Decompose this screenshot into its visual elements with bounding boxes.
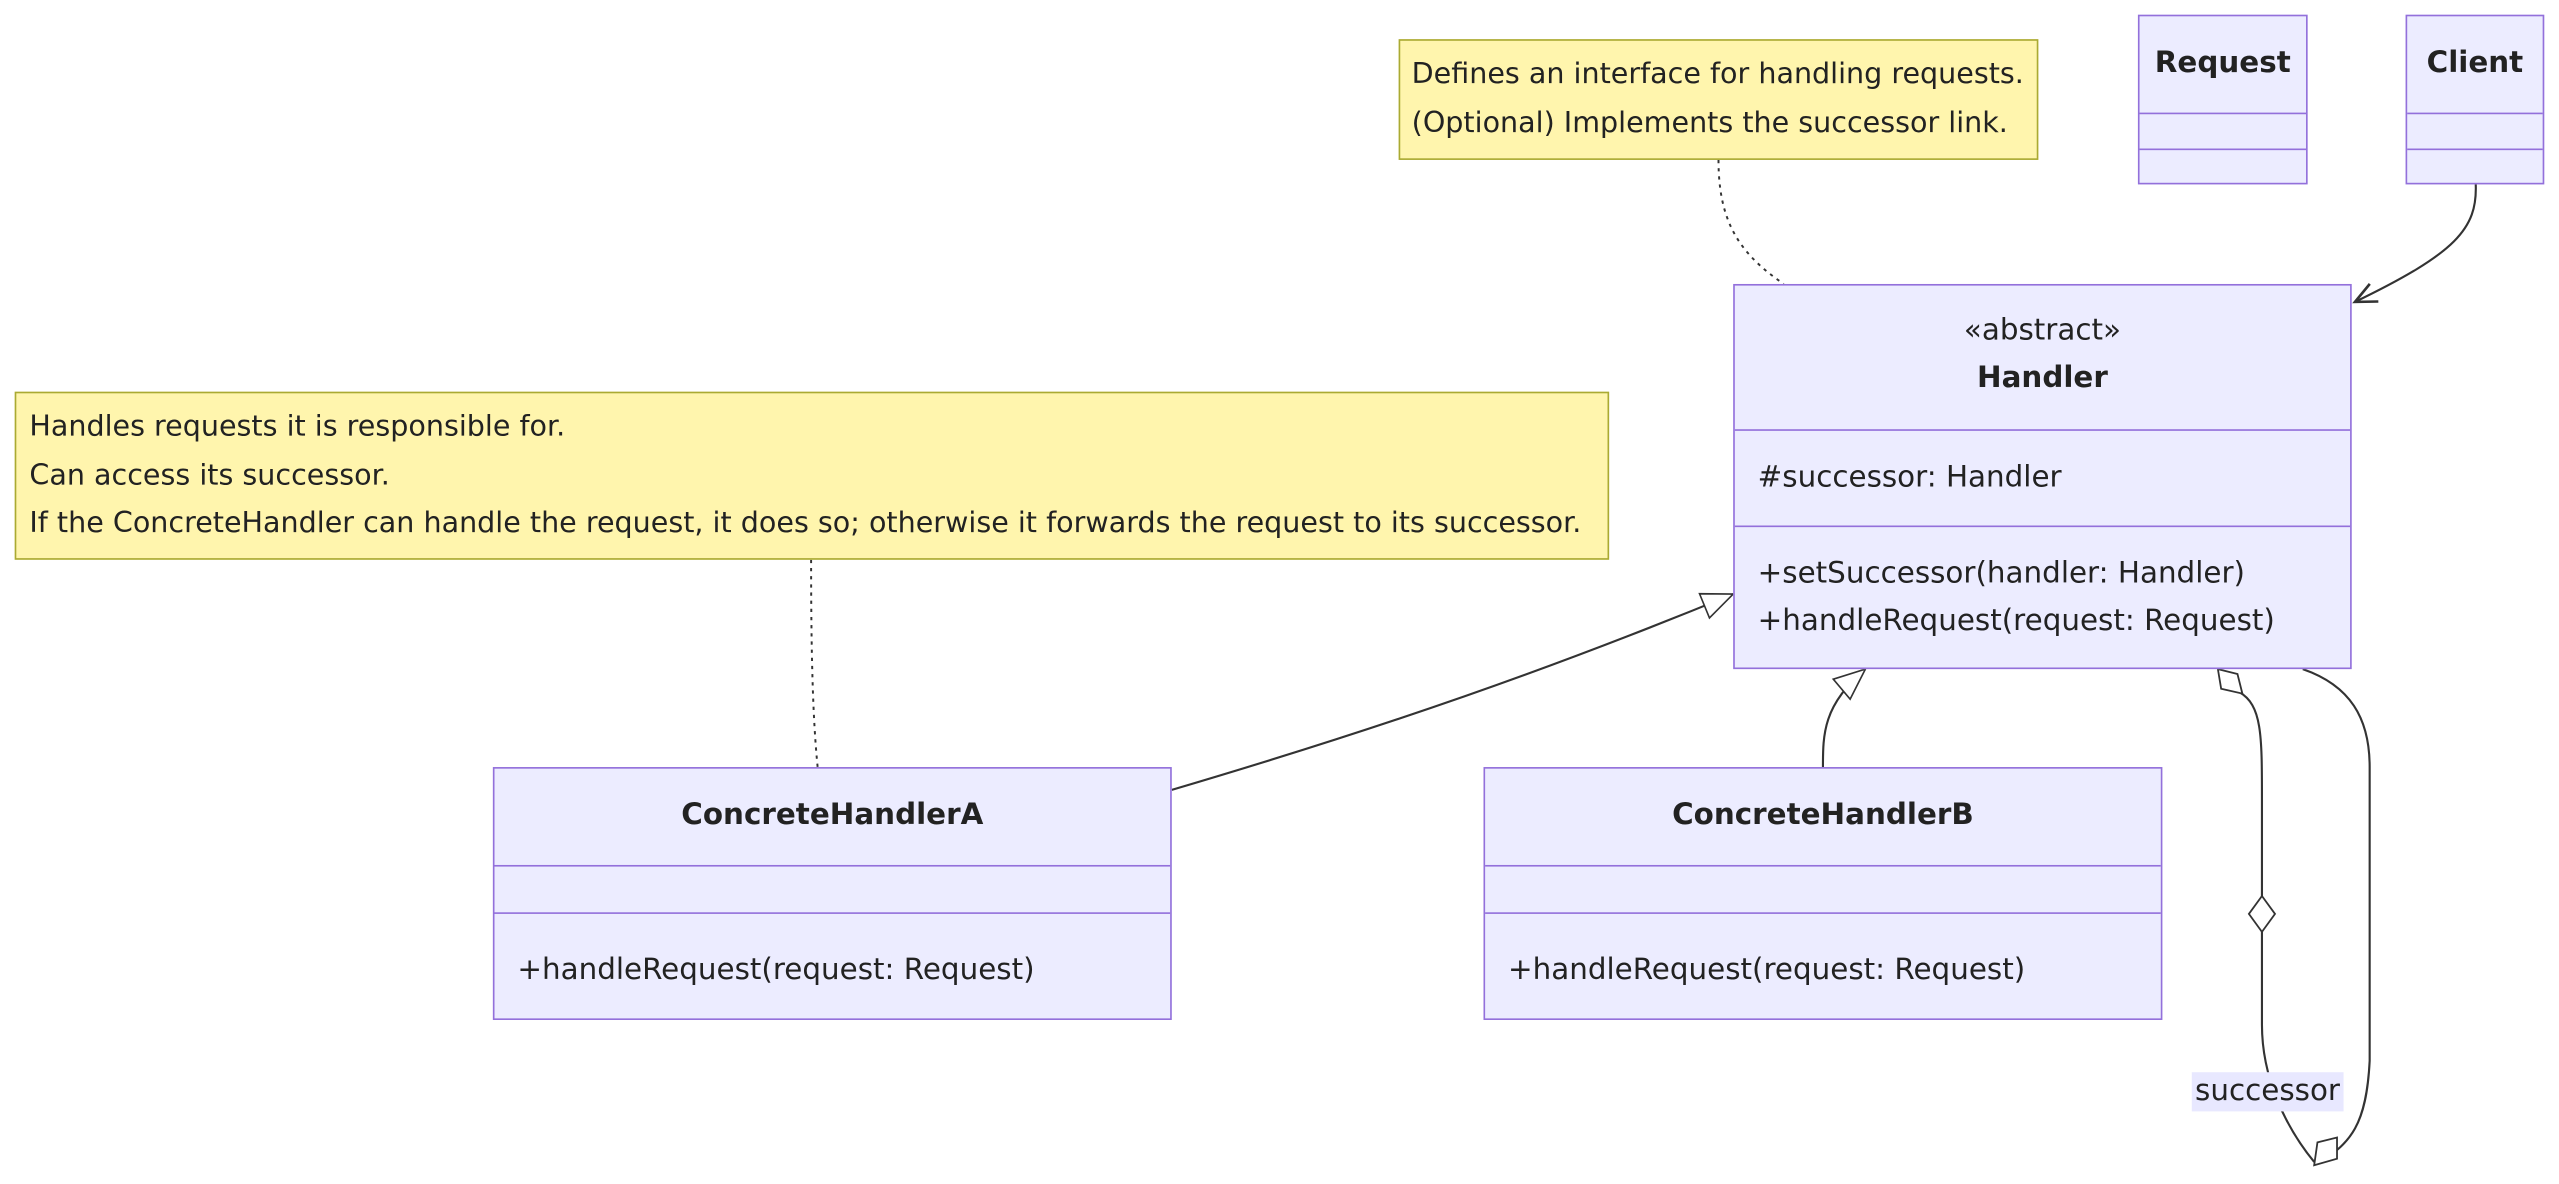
successor-label: successor bbox=[2191, 1072, 2344, 1112]
successor-self-link-return bbox=[2302, 668, 2371, 1163]
methods-section bbox=[2139, 148, 2307, 185]
aggregation-diamond-top bbox=[2216, 667, 2244, 695]
attributes-section: #successor: Handler bbox=[1734, 429, 2351, 525]
aggregation-diamond-middle bbox=[2247, 894, 2277, 934]
client-handler-arrow bbox=[2352, 184, 2477, 304]
class-request: Request bbox=[2137, 14, 2308, 185]
note-concrete-line: If the ConcreteHandler can handle the re… bbox=[29, 507, 1582, 541]
inheritance-concrete-a bbox=[1171, 592, 1736, 791]
note-handler-line: (Optional) Implements the successor link… bbox=[1411, 106, 2008, 140]
method-handle-request: +handleRequest(request: Request) bbox=[1757, 603, 2275, 639]
class-handler: «abstract» Handler #successor: Handler +… bbox=[1733, 283, 2352, 670]
class-concrete-handler-a: ConcreteHandlerA +handleRequest(request:… bbox=[492, 767, 1172, 1020]
class-name: Handler bbox=[1977, 360, 2108, 395]
methods-section: +handleRequest(request: Request) bbox=[494, 912, 1171, 1020]
note-concrete-handler: Handles requests it is responsible for. … bbox=[14, 391, 1610, 560]
note-concrete-line: Handles requests it is responsible for. bbox=[29, 411, 566, 444]
class-name: Client bbox=[2426, 45, 2524, 80]
aggregation-diamond-bottom bbox=[2313, 1136, 2338, 1167]
class-name: ConcreteHandlerB bbox=[1672, 798, 1974, 833]
stereotype-label: «abstract» bbox=[1963, 313, 2122, 348]
methods-section bbox=[2407, 148, 2543, 185]
method-set-successor: +setSuccessor(handler: Handler) bbox=[1757, 556, 2245, 591]
inheritance-concrete-b bbox=[1821, 667, 1867, 768]
note-handler: Defines an interface for handling reques… bbox=[1398, 39, 2039, 160]
successor-self-link bbox=[2238, 691, 2315, 1163]
note-concrete-line: Can access its successor. bbox=[29, 459, 390, 493]
methods-section: +handleRequest(request: Request) bbox=[1485, 912, 2161, 1020]
note-link-concrete-a bbox=[810, 559, 819, 768]
note-link-handler bbox=[1717, 159, 1785, 285]
attributes-section bbox=[1485, 864, 2161, 912]
class-client: Client bbox=[2405, 14, 2545, 185]
attributes-section bbox=[2407, 112, 2543, 149]
attribute-successor: #successor: Handler bbox=[1757, 460, 2062, 495]
class-concrete-handler-b: ConcreteHandlerB +handleRequest(request:… bbox=[1483, 767, 2163, 1020]
attributes-section bbox=[494, 864, 1171, 912]
method-handle-request: +handleRequest(request: Request) bbox=[517, 953, 1035, 988]
class-name: Request bbox=[2154, 45, 2291, 80]
class-name: ConcreteHandlerA bbox=[681, 798, 984, 833]
methods-section: +setSuccessor(handler: Handler) +handleR… bbox=[1734, 525, 2351, 670]
method-handle-request: +handleRequest(request: Request) bbox=[1507, 953, 2026, 988]
attributes-section bbox=[2139, 112, 2307, 149]
note-handler-line: Defines an interface for handling reques… bbox=[1411, 58, 2024, 92]
